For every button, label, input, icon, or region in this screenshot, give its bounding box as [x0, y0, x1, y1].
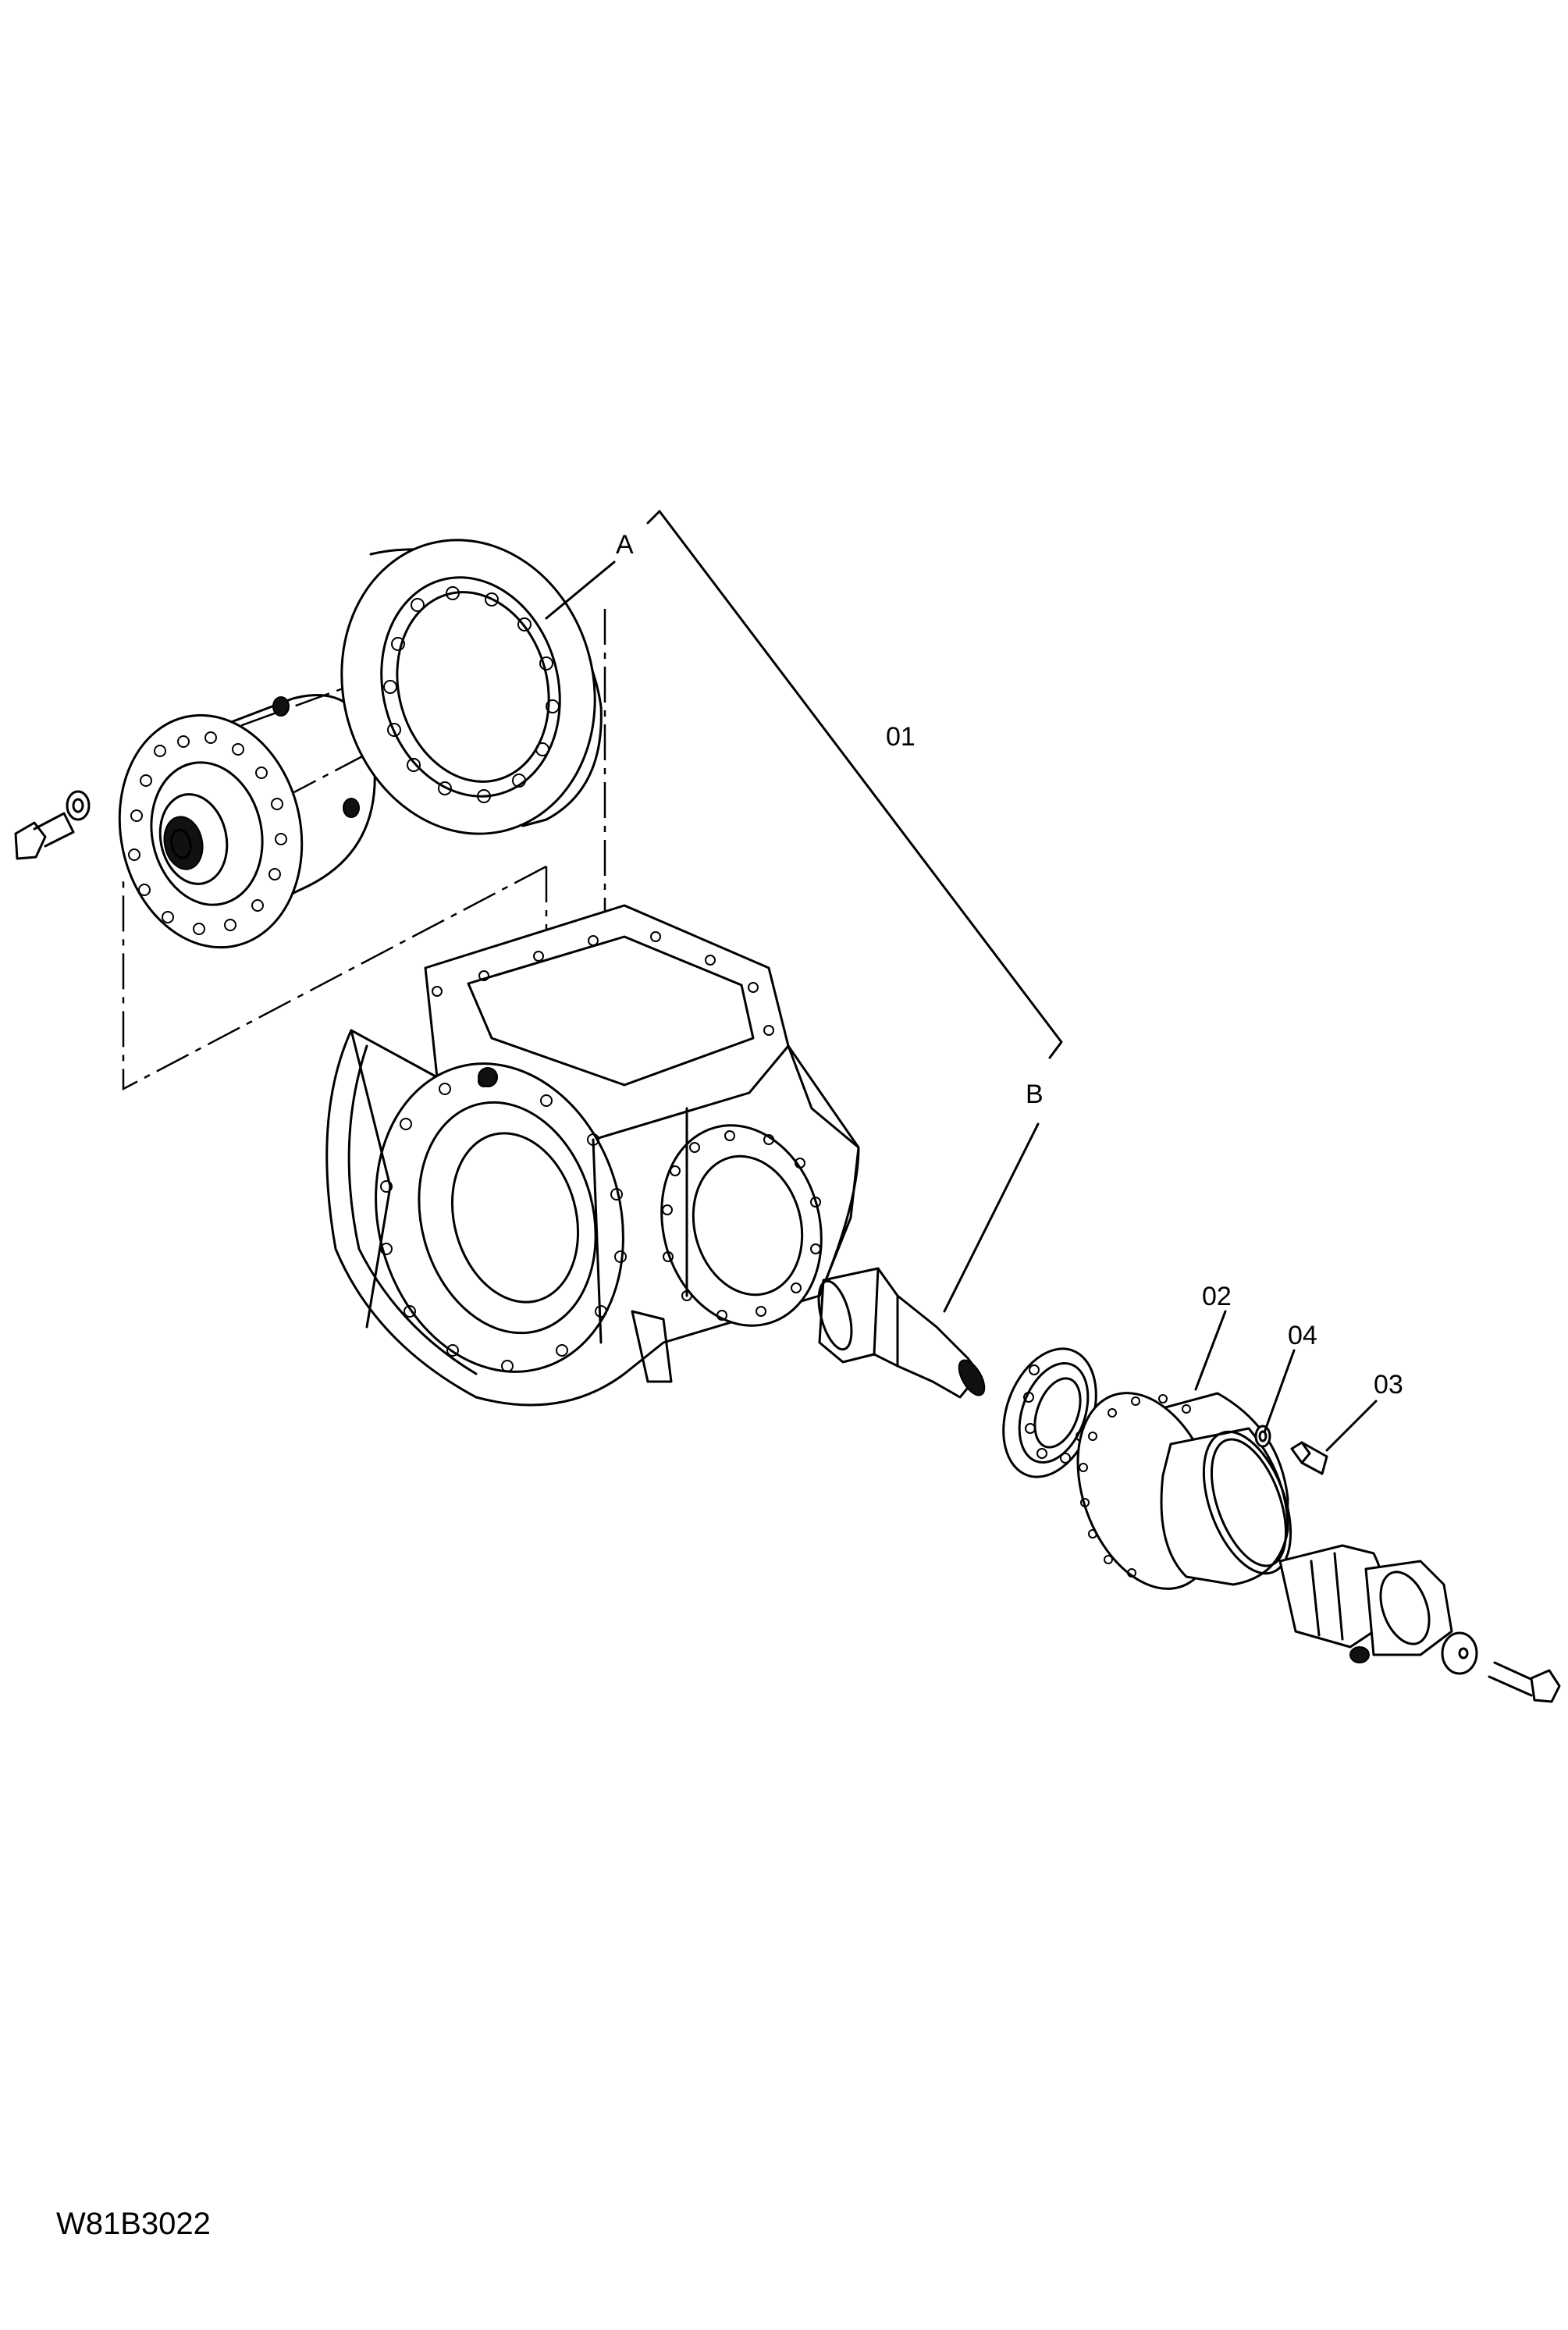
- washer-icon: [1254, 1425, 1271, 1448]
- flange-yoke-icon: [1278, 1544, 1453, 1663]
- callout-labels: A 01 B 02 04 03: [616, 530, 1403, 1400]
- callout-a: A: [616, 530, 634, 560]
- part-number-01: 01: [886, 722, 916, 752]
- leader-lines: [545, 510, 1378, 1452]
- part-number-04: 04: [1288, 1321, 1317, 1350]
- bolt-icon: [1290, 1441, 1328, 1475]
- washer-icon: [66, 790, 91, 821]
- drawing-code: W81B3022: [56, 2207, 211, 2241]
- pinion-cage-icon: [1076, 1392, 1292, 1590]
- differential-carrier-icon: [118, 694, 376, 949]
- washer-icon: [1441, 1631, 1478, 1675]
- callout-b: B: [1026, 1080, 1044, 1109]
- part-number-03: 03: [1374, 1370, 1403, 1400]
- pinion-shaft-icon: [817, 1267, 986, 1399]
- axle-housing-icon: [325, 904, 860, 1407]
- bolt-icon: [1488, 1661, 1561, 1703]
- bolt-icon: [14, 812, 75, 860]
- part-number-02: 02: [1202, 1282, 1232, 1311]
- ring-gear-icon: [340, 539, 603, 835]
